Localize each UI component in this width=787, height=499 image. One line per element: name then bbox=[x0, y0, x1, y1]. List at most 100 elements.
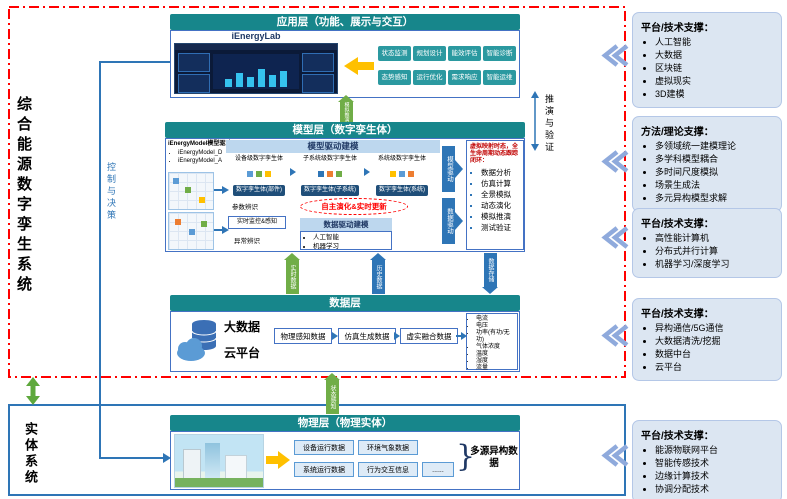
dashboard-widget bbox=[302, 53, 334, 72]
data-box: 仿真生成数据 bbox=[338, 328, 396, 344]
support-panel-physical: 平台/技术支撑： 能源物联网平台 智能传感技术 边缘计算技术 协调分配技术 bbox=[632, 420, 782, 499]
twin-name-badge: 数字孪生体(子系统) bbox=[301, 185, 359, 196]
twin-level-label: 系统级数字孪生体 bbox=[377, 156, 426, 162]
multi-source-label: 多源异构数据 bbox=[470, 446, 518, 469]
data-driven-box: 人工智能 机器学习 bbox=[300, 231, 392, 250]
physical-data-box: 行为交互信息 bbox=[358, 462, 418, 477]
support-panel-title: 平台/技术支撑： bbox=[641, 431, 714, 442]
arrow-right-icon bbox=[455, 160, 463, 178]
support-item: 多元异构模型求解 bbox=[655, 192, 773, 205]
flow-data-store: 数据存储 bbox=[482, 253, 498, 294]
double-chevron-left-icon bbox=[601, 444, 629, 467]
physical-data-box: 设备运行数据 bbox=[294, 440, 354, 455]
physical-data-box: 系统运行数据 bbox=[294, 462, 354, 477]
realtime-monitor-box: 实时监控&感知 bbox=[228, 216, 286, 229]
physical-data-box: 环境气象数据 bbox=[358, 440, 418, 455]
support-panel-compute: 平台/技术支撑： 高性能计算机 分布式并行计算 机器学习/深度学习 bbox=[632, 208, 782, 278]
twin-icons bbox=[370, 171, 434, 177]
double-chevron-left-icon bbox=[601, 324, 629, 347]
data-driven-item: 人工智能 bbox=[313, 233, 391, 242]
app-function-button: 规划设计 bbox=[413, 46, 446, 61]
param-identification-label: 参数辨识 bbox=[232, 204, 258, 211]
double-chevron-left-icon bbox=[601, 44, 629, 67]
park-photo bbox=[174, 434, 264, 488]
support-panel-method: 方法/理论支撑： 多领域统一建模理论 多学科模型耦合 多时间尺度模拟 场景生成法… bbox=[632, 116, 782, 212]
support-item: 多领域统一建模理论 bbox=[655, 140, 773, 153]
brace-glyph: } bbox=[456, 439, 476, 474]
data-driven-arrow: 数据驱动 bbox=[442, 198, 463, 244]
measurement-item: 电流 bbox=[476, 316, 516, 323]
app-function-button: 运行优化 bbox=[413, 70, 446, 85]
twin-level-device: 设备级数字孪生体 数字孪生体(部件) bbox=[228, 156, 290, 196]
arrow-up-icon bbox=[26, 377, 40, 386]
flow-sim-deduction: 模拟推演 bbox=[338, 95, 354, 122]
double-chevron-left-icon bbox=[601, 150, 629, 173]
twin-icons bbox=[296, 171, 364, 177]
support-panel-title: 方法/理论支撑： bbox=[641, 127, 714, 138]
ienergylab-screenshot bbox=[174, 43, 338, 94]
support-item: 场景生成法 bbox=[655, 179, 773, 192]
support-item: 数据中台 bbox=[655, 348, 773, 361]
arrow-up-icon bbox=[370, 253, 386, 260]
dashboard-widget bbox=[178, 74, 210, 93]
data-driven-title: 数据驱动建模 bbox=[300, 218, 392, 231]
measurement-item: 气体浓度 bbox=[476, 344, 516, 351]
support-item: 区块链 bbox=[655, 62, 773, 75]
capability-item: 模拟推演 bbox=[481, 211, 520, 222]
data-driven-item: 机器学习 bbox=[313, 242, 391, 251]
twin-name-badge: 数字孪生体(部件) bbox=[233, 185, 285, 196]
measurement-item: 湿度 bbox=[476, 358, 516, 365]
support-item: 高性能计算机 bbox=[655, 232, 773, 245]
twin-level-subsystem: 子系统级数字孪生体 数字孪生体(子系统) bbox=[296, 156, 364, 196]
support-panel-title: 平台/技术支撑： bbox=[641, 309, 714, 320]
support-item: 边缘计算技术 bbox=[655, 470, 773, 483]
support-panel-app: 平台/技术支撑： 人工智能 大数据 区块链 虚拟现实 3D建模 bbox=[632, 12, 782, 108]
support-panel-data: 平台/技术支撑： 异构通信/5G通信 大数据清洗/挖掘 数据中台 云平台 bbox=[632, 298, 782, 381]
arrow-up-icon bbox=[338, 95, 354, 102]
twin-level-system: 系统级数字孪生体 数字孪生体(系统) bbox=[370, 156, 434, 196]
physical-layer-header: 物理层（物理实体） bbox=[170, 415, 520, 431]
support-panel-title: 平台/技术支撑： bbox=[641, 23, 714, 34]
cloud-platform-label: 云平台 bbox=[224, 346, 261, 360]
capability-box: 虚拟映射时态，全生命周期动态跟踪闭环： 数据分析 仿真计算 全景模拟 动态演化 … bbox=[466, 140, 524, 250]
flow-state-sense: 状态感知 bbox=[324, 373, 340, 414]
twin-name-badge: 数字孪生体(系统) bbox=[376, 185, 428, 196]
capability-item: 仿真计算 bbox=[481, 178, 520, 189]
app-function-button: 智能诊断 bbox=[483, 46, 516, 61]
dashboard-widget bbox=[302, 74, 334, 93]
capability-item: 全景模拟 bbox=[481, 189, 520, 200]
data-box: 物理感知数据 bbox=[274, 328, 332, 344]
support-item: 异构通信/5G通信 bbox=[655, 322, 773, 335]
flow-realtime-data: 实时数据 bbox=[284, 253, 300, 294]
support-item: 云平台 bbox=[655, 361, 773, 374]
arrow-down-icon bbox=[482, 287, 498, 294]
model-driven-arrow: 模型驱动 bbox=[442, 146, 463, 192]
support-item: 大数据 bbox=[655, 49, 773, 62]
twin-level-label: 设备级数字孪生体 bbox=[234, 156, 283, 162]
support-item: 多时间尺度模拟 bbox=[655, 166, 773, 179]
support-item: 分布式并行计算 bbox=[655, 245, 773, 258]
measurement-item: 电压 bbox=[476, 323, 516, 330]
capability-item: 数据分析 bbox=[481, 167, 520, 178]
arrow-up-icon bbox=[284, 253, 300, 260]
app-layer-header: 应用层（功能、展示与交互） bbox=[170, 14, 520, 30]
data-box: 虚实融合数据 bbox=[400, 328, 458, 344]
anomaly-label: 异常辨识 bbox=[234, 238, 260, 245]
physical-system-label: 实体系统 bbox=[23, 422, 38, 486]
ienergylab-label: iEnergyLab bbox=[231, 31, 281, 41]
model-driven-title: 模型驱动建模 bbox=[226, 140, 440, 153]
arrow-up-icon bbox=[531, 91, 539, 98]
support-item: 虚拟现实 bbox=[655, 75, 773, 88]
twin-icons bbox=[228, 171, 290, 177]
measurement-list-box: 电流 电压 功率(有功/无功) 气体浓度 温度 湿度 流量 bbox=[466, 313, 518, 371]
dashboard-widget bbox=[178, 53, 210, 72]
support-item: 3D建模 bbox=[655, 88, 773, 101]
twin-level-label: 子系统级数字孪生体 bbox=[302, 156, 357, 162]
model-canvas-screenshot bbox=[168, 212, 214, 250]
support-item: 机器学习/深度学习 bbox=[655, 258, 773, 271]
arrow-right-icon bbox=[455, 212, 463, 230]
support-panel-title: 平台/技术支撑： bbox=[641, 219, 714, 230]
support-item: 大数据清洗/挖掘 bbox=[655, 335, 773, 348]
dashboard-chart bbox=[213, 54, 299, 89]
